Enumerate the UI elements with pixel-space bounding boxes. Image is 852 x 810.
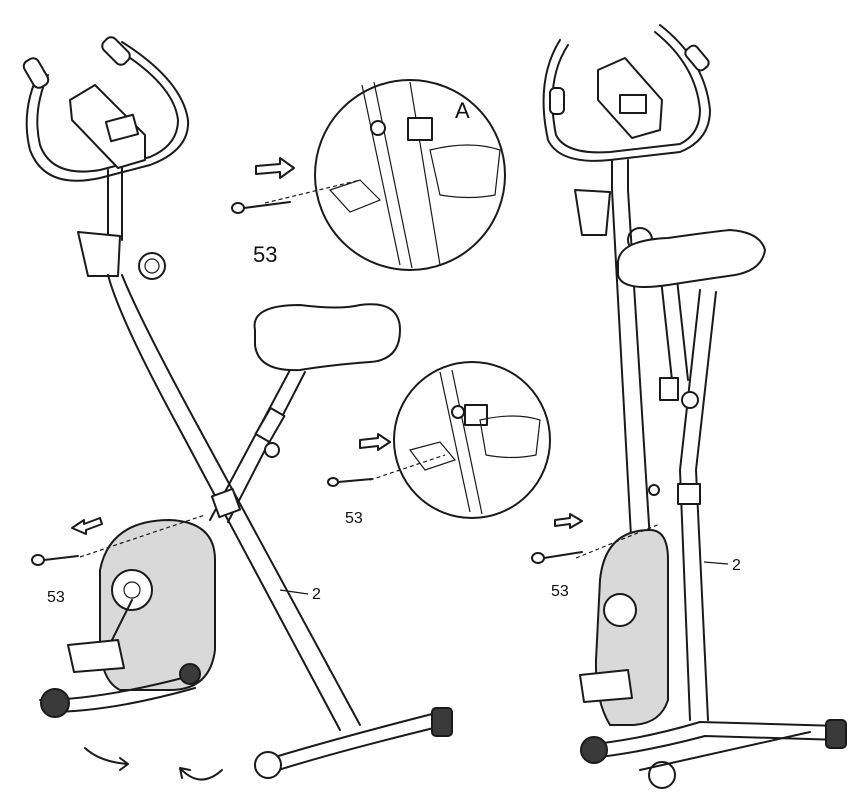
pin-53-middle-label: 53 <box>345 510 363 527</box>
frame-2-left-label: 2 <box>312 586 321 603</box>
fold-rotation-arrow-icon <box>85 748 128 770</box>
left-console <box>70 85 145 168</box>
pin-53-right-label: 53 <box>551 583 569 600</box>
pin-53-left <box>32 555 78 565</box>
insert-arrow-icon <box>360 434 390 450</box>
right-bike <box>532 25 846 788</box>
pin-53-top-label: 53 <box>253 242 277 267</box>
frame-2-right-label: 2 <box>732 557 741 574</box>
detail-middle-circle <box>328 362 550 518</box>
pin-53-right <box>532 552 582 563</box>
pin-53-left-label: 53 <box>47 589 65 606</box>
fold-rotation-arrow-icon <box>180 768 222 780</box>
pin-53-middle <box>328 478 372 486</box>
insert-arrow-icon <box>555 514 582 528</box>
remove-arrow-icon <box>72 518 102 534</box>
pin-53-top <box>232 202 290 213</box>
detail-a-label: A <box>455 98 470 123</box>
insert-arrow-icon <box>256 158 294 178</box>
